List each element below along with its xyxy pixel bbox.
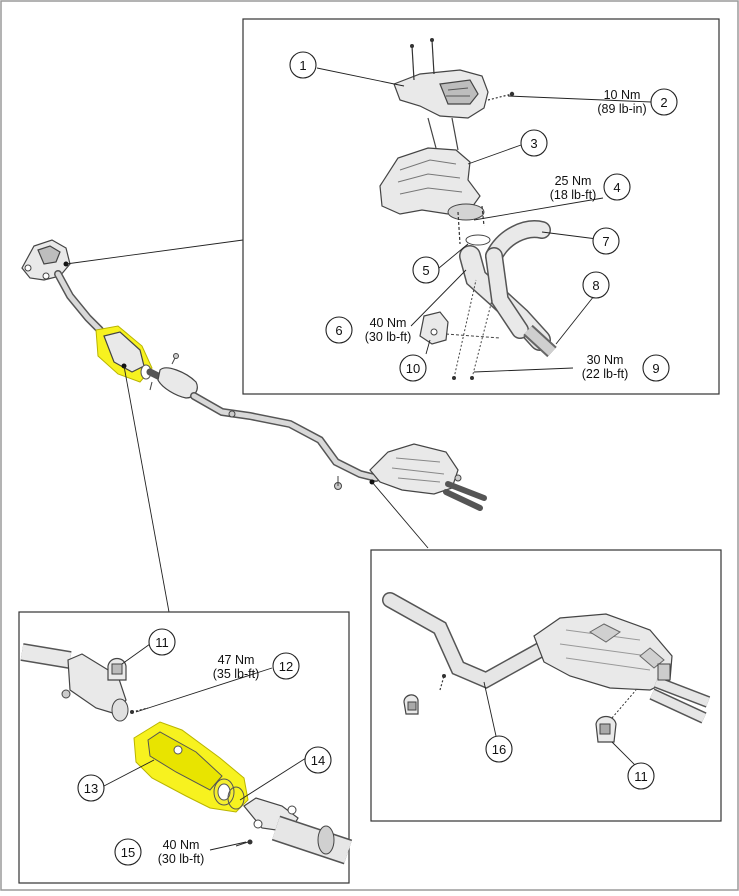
callout-13: 13	[77, 774, 105, 802]
callout-12: 12	[272, 652, 300, 680]
hanger-insulator-16	[403, 674, 446, 715]
callout-5: 5	[412, 256, 440, 284]
svg-text:5: 5	[422, 263, 429, 278]
svg-text:(18 lb-ft): (18 lb-ft)	[550, 188, 597, 202]
callout-11-muffler-panel: 11	[627, 762, 655, 790]
leader-to-muffler-panel	[371, 481, 429, 549]
svg-text:13: 13	[84, 781, 98, 796]
svg-text:40 Nm: 40 Nm	[370, 316, 407, 330]
svg-text:(35 lb-ft): (35 lb-ft)	[213, 667, 260, 681]
callout-2: 2	[650, 88, 678, 116]
svg-text:4: 4	[613, 180, 620, 195]
callout-14: 14	[304, 746, 332, 774]
callout-16: 16	[485, 735, 513, 763]
converter-detail	[20, 643, 353, 865]
callout-9: 9	[642, 354, 670, 382]
overview-exhaust-system	[21, 239, 487, 511]
torque-spec-4: 25 Nm (18 lb-ft)	[550, 174, 597, 202]
callout-3: 3	[520, 129, 548, 157]
svg-text:10 Nm: 10 Nm	[604, 88, 641, 102]
svg-text:11: 11	[634, 769, 648, 784]
svg-text:40 Nm: 40 Nm	[163, 838, 200, 852]
torque-spec-6: 40 Nm (30 lb-ft)	[365, 316, 412, 344]
callout-8: 8	[582, 271, 610, 299]
leader-to-converter-panel	[123, 365, 170, 613]
callout-10: 10	[399, 354, 427, 382]
callout-15: 15	[114, 838, 142, 866]
svg-text:47 Nm: 47 Nm	[218, 653, 255, 667]
svg-text:(22 lb-ft): (22 lb-ft)	[582, 367, 629, 381]
svg-text:14: 14	[311, 753, 325, 768]
overview-resonator	[146, 353, 198, 399]
svg-text:16: 16	[492, 742, 506, 757]
svg-text:11: 11	[155, 635, 169, 650]
hanger-insulator-11b	[595, 689, 637, 743]
callout-6: 6	[325, 316, 353, 344]
torque-spec-12: 47 Nm (35 lb-ft)	[213, 653, 260, 681]
catalytic-converter	[147, 731, 245, 810]
front-pipe	[459, 220, 557, 358]
callout-7: 7	[592, 227, 620, 255]
downstream-pipe	[235, 797, 353, 865]
torque-spec-9: 30 Nm (22 lb-ft)	[582, 353, 629, 381]
pipe-bracket	[419, 311, 501, 345]
svg-text:9: 9	[652, 361, 659, 376]
svg-text:30 Nm: 30 Nm	[587, 353, 624, 367]
svg-text:8: 8	[592, 278, 599, 293]
leader-to-manifold-panel	[65, 239, 244, 265]
torque-spec-15: 40 Nm (30 lb-ft)	[158, 838, 205, 866]
svg-text:15: 15	[121, 845, 135, 860]
heat-shield	[393, 38, 515, 119]
svg-text:3: 3	[530, 136, 537, 151]
svg-text:10: 10	[406, 361, 420, 376]
svg-text:(89 lb-in): (89 lb-in)	[597, 102, 646, 116]
exhaust-manifold	[379, 117, 485, 221]
svg-text:6: 6	[335, 323, 342, 338]
callout-4: 4	[603, 173, 631, 201]
callout-11-converter-panel: 11	[148, 628, 176, 656]
svg-text:12: 12	[279, 659, 293, 674]
torque-spec-2: 10 Nm (89 lb-in)	[597, 88, 646, 116]
resonator	[61, 653, 129, 722]
callout-1: 1	[289, 51, 317, 79]
svg-text:(30 lb-ft): (30 lb-ft)	[365, 330, 412, 344]
svg-text:2: 2	[660, 95, 667, 110]
muffler-detail	[382, 592, 711, 743]
gasket	[465, 234, 491, 246]
svg-text:25 Nm: 25 Nm	[555, 174, 592, 188]
overview-rear-muffler	[369, 443, 487, 511]
manifold-detail	[379, 38, 557, 380]
overview-manifold	[21, 239, 71, 281]
hanger-insulator-11a	[107, 657, 127, 681]
svg-text:(30 lb-ft): (30 lb-ft)	[158, 852, 205, 866]
svg-text:7: 7	[602, 234, 609, 249]
svg-text:1: 1	[299, 58, 306, 73]
rear-muffler	[533, 613, 711, 724]
